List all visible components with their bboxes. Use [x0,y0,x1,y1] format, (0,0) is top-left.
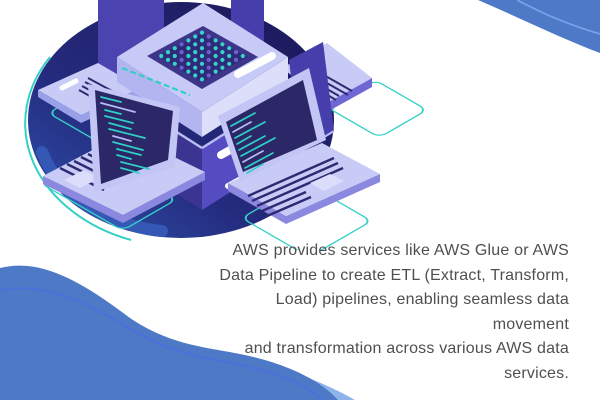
server-top-tier [117,3,288,137]
front-right-code-lines [230,112,276,174]
description-text: AWS provides services like AWS Glue or A… [219,242,569,382]
teal-arc [24,56,132,241]
front-left-code-lines [100,96,150,174]
isometric-data-center-illustration [24,0,424,250]
front-right-laptop [218,68,380,224]
server-dot-matrix [159,30,245,82]
front-left-screen [95,90,173,184]
front-left-laptop [43,84,205,223]
top-right-wave-decoration [478,0,600,53]
front-right-screen [226,80,317,172]
bottom-left-wave-decoration [0,265,355,400]
